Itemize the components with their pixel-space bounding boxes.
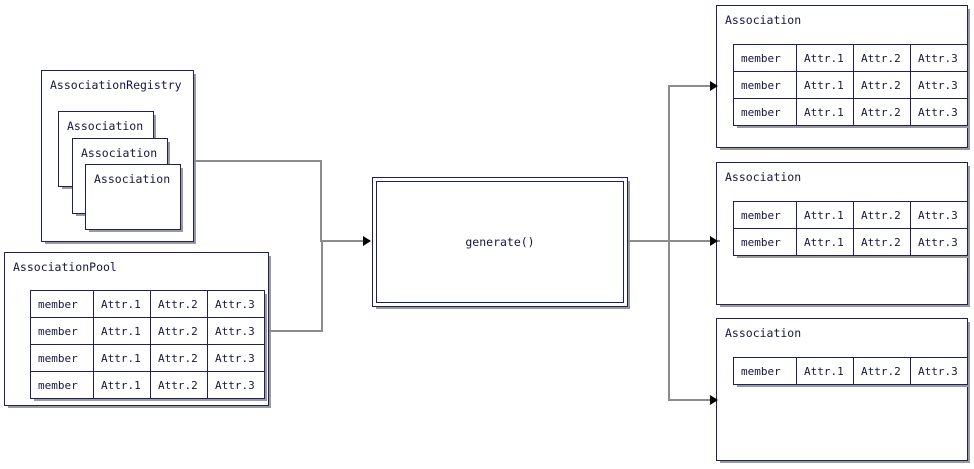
connector-output-1 (668, 85, 716, 87)
association-pool-table[interactable]: member Attr.1 Attr.2 Attr.3 member Attr.… (30, 290, 265, 399)
cell-attr3: Attr.3 (910, 44, 968, 72)
cell-attr1: Attr.1 (796, 44, 854, 72)
cell-attr2: Attr.2 (853, 44, 911, 72)
connector-registry-vertical (320, 160, 322, 240)
cell-member: member (733, 357, 797, 385)
connector-registry-horizontal (194, 160, 322, 162)
table-row[interactable]: member Attr.1 Attr.2 Attr.3 (733, 357, 968, 385)
cell-attr3: Attr.3 (207, 371, 265, 399)
registry-association-card-3[interactable]: Association (85, 164, 181, 230)
association-pool-label: AssociationPool (13, 260, 117, 274)
cell-attr2: Attr.2 (150, 371, 208, 399)
generate-process-box[interactable]: generate() (372, 177, 628, 307)
table-row[interactable]: member Attr.1 Attr.2 Attr.3 (30, 290, 265, 318)
cell-attr3: Attr.3 (207, 317, 265, 345)
generate-process-label: generate() (465, 235, 535, 249)
cell-attr2: Attr.2 (853, 201, 911, 229)
cell-member: member (733, 71, 797, 99)
table-row[interactable]: member Attr.1 Attr.2 Attr.3 (733, 44, 968, 72)
cell-attr1: Attr.1 (796, 71, 854, 99)
table-row[interactable]: member Attr.1 Attr.2 Attr.3 (733, 228, 968, 256)
arrowhead-output-2 (710, 236, 718, 246)
arrowhead-output-3 (710, 395, 718, 405)
cell-attr2: Attr.2 (853, 357, 911, 385)
table-row[interactable]: member Attr.1 Attr.2 Attr.3 (733, 201, 968, 229)
cell-member: member (733, 98, 797, 126)
output-association-table-3-body: member Attr.1 Attr.2 Attr.3 (733, 357, 968, 385)
cell-attr3: Attr.3 (910, 71, 968, 99)
output-association-table-1[interactable]: member Attr.1 Attr.2 Attr.3 member Attr.… (733, 44, 968, 126)
cell-attr2: Attr.2 (150, 344, 208, 372)
output-association-table-2-body: member Attr.1 Attr.2 Attr.3 member Attr.… (733, 201, 968, 256)
cell-attr2: Attr.2 (853, 228, 911, 256)
output-association-box-3[interactable]: Association (716, 318, 968, 461)
arrowhead-output-1 (710, 81, 718, 91)
cell-attr3: Attr.3 (910, 228, 968, 256)
table-row[interactable]: member Attr.1 Attr.2 Attr.3 (30, 344, 265, 372)
cell-attr3: Attr.3 (910, 357, 968, 385)
cell-attr3: Attr.3 (910, 98, 968, 126)
cell-member: member (733, 228, 797, 256)
cell-member: member (30, 317, 94, 345)
connector-pool-horizontal (269, 330, 323, 332)
cell-attr1: Attr.1 (796, 201, 854, 229)
cell-attr3: Attr.3 (207, 344, 265, 372)
cell-attr2: Attr.2 (150, 290, 208, 318)
table-row[interactable]: member Attr.1 Attr.2 Attr.3 (30, 317, 265, 345)
registry-association-card-3-label: Association (94, 172, 171, 186)
connector-generate-out (628, 240, 720, 242)
cell-attr1: Attr.1 (796, 98, 854, 126)
connector-output-bus (668, 85, 670, 400)
registry-association-card-2-label: Association (81, 146, 158, 160)
cell-attr2: Attr.2 (853, 98, 911, 126)
output-association-label-2: Association (725, 170, 802, 184)
cell-member: member (30, 344, 94, 372)
cell-attr1: Attr.1 (93, 371, 151, 399)
connector-output-3 (668, 399, 716, 401)
cell-attr2: Attr.2 (853, 71, 911, 99)
cell-member: member (733, 44, 797, 72)
output-association-label-3: Association (725, 326, 802, 340)
cell-attr1: Attr.1 (796, 228, 854, 256)
cell-member: member (30, 290, 94, 318)
registry-association-card-1-label: Association (67, 119, 144, 133)
generate-process-inner: generate() (376, 181, 624, 303)
connector-pool-vertical (321, 241, 323, 331)
table-row[interactable]: member Attr.1 Attr.2 Attr.3 (733, 98, 968, 126)
cell-attr3: Attr.3 (910, 201, 968, 229)
cell-attr1: Attr.1 (93, 317, 151, 345)
association-pool-table-body: member Attr.1 Attr.2 Attr.3 member Attr.… (30, 290, 265, 399)
association-registry-label: AssociationRegistry (50, 78, 182, 92)
arrowhead-into-generate (363, 236, 371, 246)
cell-attr1: Attr.1 (93, 344, 151, 372)
cell-attr1: Attr.1 (796, 357, 854, 385)
output-association-table-3[interactable]: member Attr.1 Attr.2 Attr.3 (733, 357, 968, 385)
cell-attr2: Attr.2 (150, 317, 208, 345)
output-association-label-1: Association (725, 13, 802, 27)
cell-member: member (30, 371, 94, 399)
connector-input-merge (320, 240, 366, 242)
cell-attr3: Attr.3 (207, 290, 265, 318)
output-association-table-1-body: member Attr.1 Attr.2 Attr.3 member Attr.… (733, 44, 968, 126)
cell-member: member (733, 201, 797, 229)
output-association-table-2[interactable]: member Attr.1 Attr.2 Attr.3 member Attr.… (733, 201, 968, 256)
table-row[interactable]: member Attr.1 Attr.2 Attr.3 (733, 71, 968, 99)
cell-attr1: Attr.1 (93, 290, 151, 318)
table-row[interactable]: member Attr.1 Attr.2 Attr.3 (30, 371, 265, 399)
